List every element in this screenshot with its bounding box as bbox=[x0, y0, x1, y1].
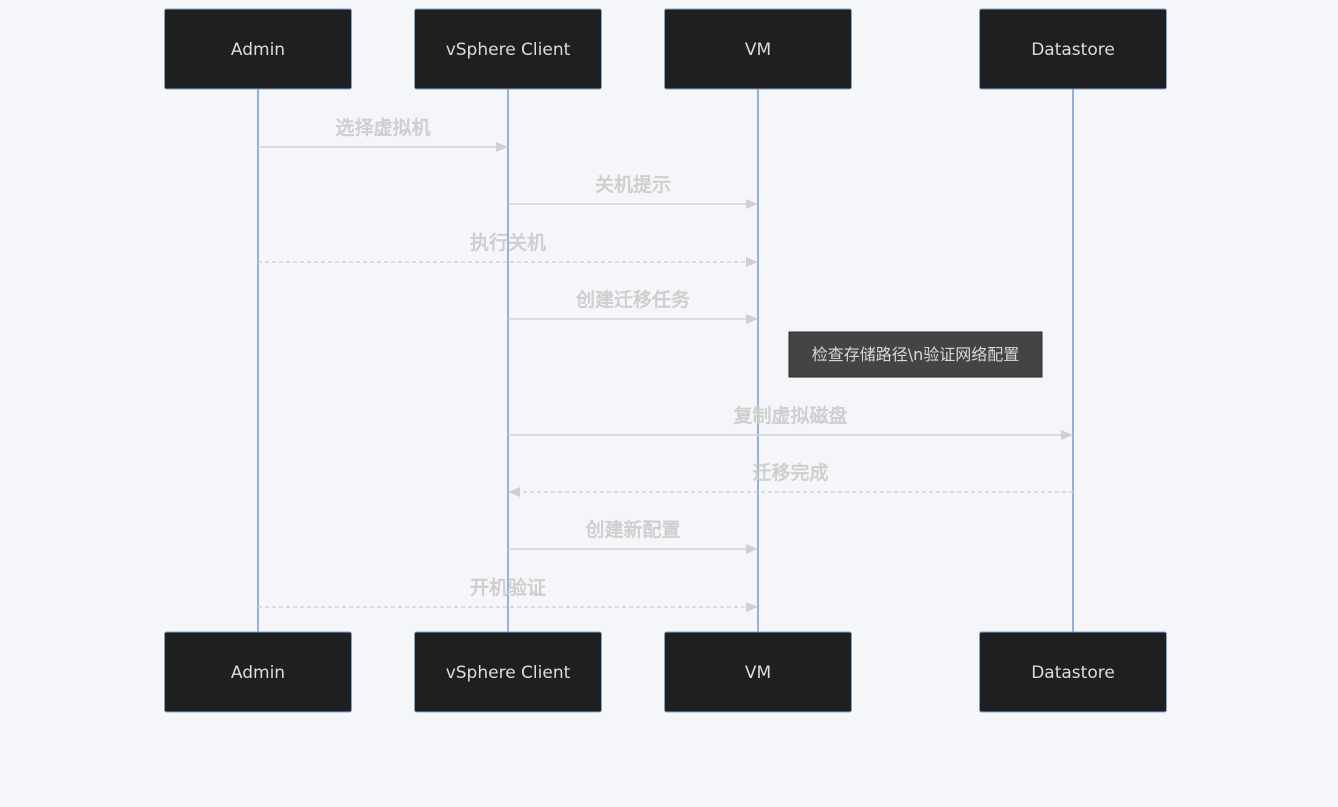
actor-label: vSphere Client bbox=[446, 40, 571, 60]
message-label: 关机提示 bbox=[595, 173, 671, 196]
actor-box bbox=[979, 631, 1167, 713]
message-label: 创建迁移任务 bbox=[575, 288, 691, 311]
actor-label: Admin bbox=[231, 663, 285, 683]
message-1: 选择虚拟机 bbox=[258, 116, 508, 152]
message-5: 复制虚拟磁盘 bbox=[508, 404, 1073, 440]
actor-label: Datastore bbox=[1031, 663, 1115, 683]
actor-box bbox=[164, 8, 352, 90]
message-label: 执行关机 bbox=[470, 231, 546, 254]
arrowhead bbox=[746, 314, 758, 324]
actor-client-bottom: vSphere Client bbox=[414, 631, 602, 713]
message-3: 执行关机 bbox=[258, 231, 758, 267]
message-8: 开机验证 bbox=[258, 576, 758, 612]
actor-admin-bottom: Admin bbox=[164, 631, 352, 713]
actor-box bbox=[414, 631, 602, 713]
message-4: 创建迁移任务 bbox=[508, 288, 758, 324]
message-6: 迁移完成 bbox=[508, 461, 1073, 497]
actor-box bbox=[414, 8, 602, 90]
actor-vm-bottom: VM bbox=[664, 631, 852, 713]
arrowhead bbox=[746, 602, 758, 612]
actor-label: Datastore bbox=[1031, 40, 1115, 60]
actor-datastore-top: Datastore bbox=[979, 8, 1167, 90]
note-box bbox=[788, 331, 1043, 378]
message-2: 关机提示 bbox=[508, 173, 758, 209]
message-label: 创建新配置 bbox=[584, 518, 680, 541]
actor-box bbox=[164, 631, 352, 713]
arrowhead bbox=[746, 199, 758, 209]
actor-box bbox=[979, 8, 1167, 90]
note-text: 检查存储路径\n验证网络配置 bbox=[812, 345, 1020, 364]
actor-admin-top: Admin bbox=[164, 8, 352, 90]
actor-label: vSphere Client bbox=[446, 663, 571, 683]
arrowhead bbox=[496, 142, 508, 152]
arrowhead bbox=[508, 487, 520, 497]
actor-label: VM bbox=[745, 663, 771, 683]
message-label: 选择虚拟机 bbox=[335, 116, 430, 139]
message-label: 复制虚拟磁盘 bbox=[732, 404, 847, 427]
note-1: 检查存储路径\n验证网络配置 bbox=[788, 331, 1043, 378]
actor-client-top: vSphere Client bbox=[414, 8, 602, 90]
message-label: 迁移完成 bbox=[752, 461, 828, 484]
message-7: 创建新配置 bbox=[508, 518, 758, 554]
actor-box bbox=[664, 8, 852, 90]
actor-vm-top: VM bbox=[664, 8, 852, 90]
actor-label: Admin bbox=[231, 40, 285, 60]
actor-box bbox=[664, 631, 852, 713]
actor-datastore-bottom: Datastore bbox=[979, 631, 1167, 713]
message-label: 开机验证 bbox=[470, 576, 546, 599]
arrowhead bbox=[746, 544, 758, 554]
actor-label: VM bbox=[745, 40, 771, 60]
arrowhead bbox=[1061, 430, 1073, 440]
arrowhead bbox=[746, 257, 758, 267]
